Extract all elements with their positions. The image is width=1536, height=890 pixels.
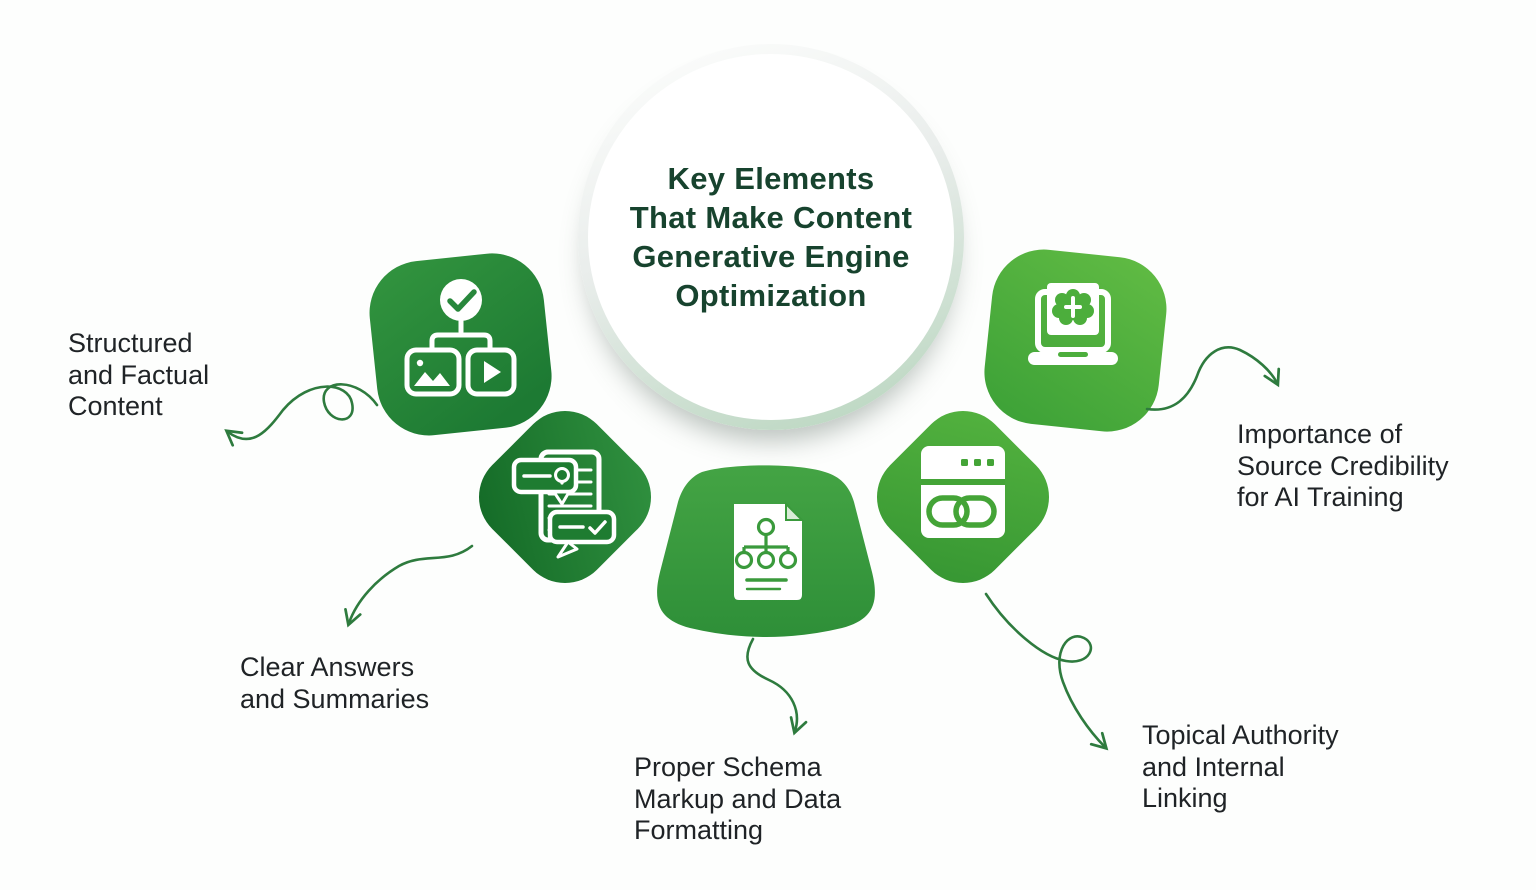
label-structured-factual-content: Structured and Factual Content	[68, 328, 210, 421]
arrow-structured-factual-content	[224, 383, 379, 447]
video-box-icon	[465, 347, 517, 397]
check-circle-icon	[440, 279, 482, 321]
arrow-schema-markup-data-formatting	[746, 637, 808, 736]
hierarchy-tree-icon	[734, 517, 798, 570]
center-circle-face: Key Elements That Make Content Generativ…	[588, 54, 954, 420]
laptop-base	[1028, 352, 1118, 365]
label-schema-markup-data-formatting: Proper Schema Markup and Data Formatting	[634, 752, 842, 845]
browser-chrome	[921, 459, 1005, 485]
connector-bracket	[429, 332, 493, 353]
question-dot	[560, 481, 564, 485]
document-question-answer-icon	[511, 449, 617, 559]
arrow-topical-authority-internal-linking	[984, 592, 1109, 751]
link-chain-icon	[926, 495, 997, 528]
arrow-source-credibility-ai-training	[1145, 346, 1281, 411]
document-underlines	[745, 578, 788, 591]
schema-document-icon	[734, 501, 805, 600]
center-circle: Key Elements That Make Content Generativ…	[578, 44, 964, 430]
brain-divider-lines	[1064, 296, 1082, 318]
label-topical-authority-internal-linking: Topical Authority and Internal Linking	[1142, 720, 1339, 813]
question-bubble-tail	[552, 490, 571, 506]
answer-bubble-tail	[556, 540, 579, 559]
laptop-ai-brain-icon	[1028, 283, 1118, 365]
brain-icon	[1052, 289, 1094, 325]
browser-link-icon	[921, 446, 1005, 538]
label-clear-answers-summaries: Clear Answers and Summaries	[240, 652, 430, 714]
folded-corner	[785, 501, 805, 521]
blob-structured-factual-content	[369, 253, 552, 436]
browser-window	[921, 446, 1005, 538]
blob-source-credibility-ai-training	[984, 249, 1167, 432]
image-box-icon	[404, 347, 462, 397]
play-icon	[484, 361, 501, 383]
label-source-credibility-ai-training: Importance of Source Credibility for AI …	[1237, 419, 1449, 512]
laptop-notch	[1058, 352, 1088, 357]
mountains-icon	[414, 372, 450, 386]
sun-dot-icon	[416, 359, 424, 367]
diagram-title: Key Elements That Make Content Generativ…	[629, 161, 913, 313]
checkmark-icon	[447, 289, 477, 312]
arrow-clear-answers-summaries	[344, 544, 474, 628]
media-flowchart-check-icon	[404, 279, 517, 397]
answer-check-icon	[588, 520, 607, 535]
